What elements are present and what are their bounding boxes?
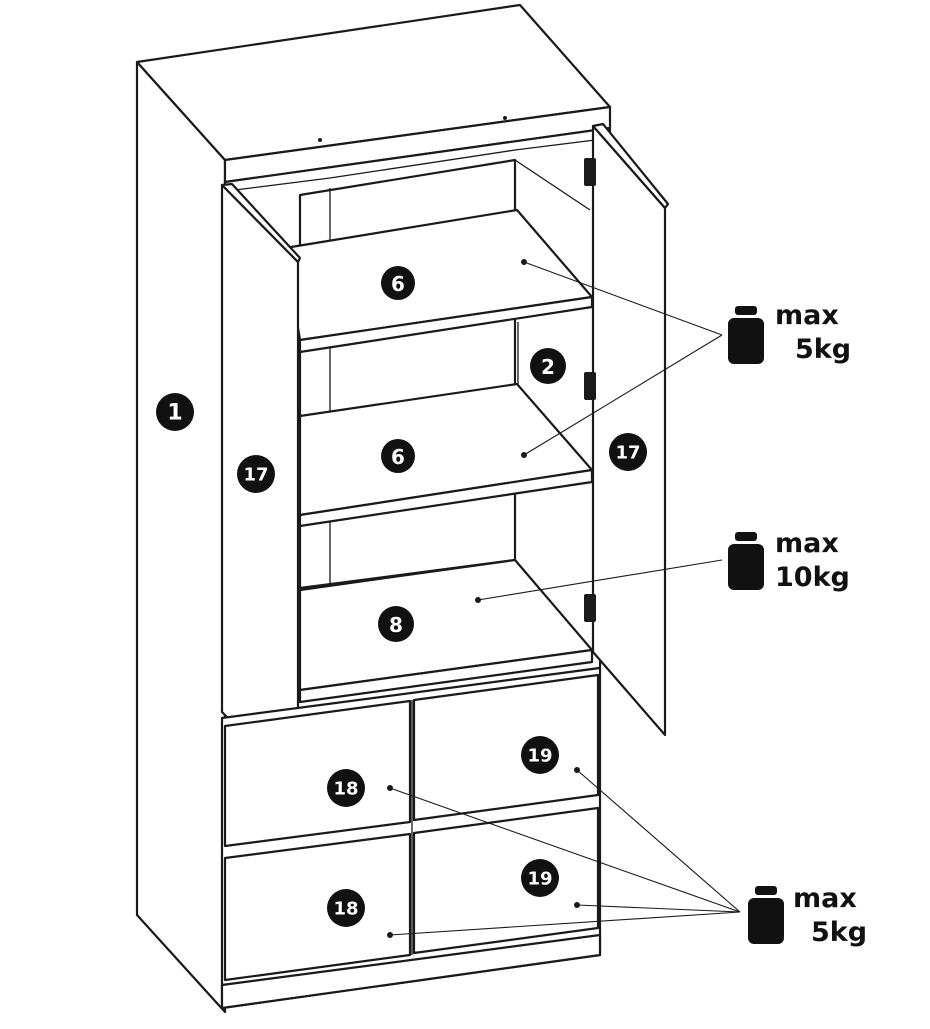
drawer-front-right-bottom <box>412 806 600 955</box>
svg-text:19: 19 <box>527 746 552 767</box>
weight-icon <box>728 532 764 590</box>
drawer-front-left-top <box>223 699 412 848</box>
part-badge-shelf-top: 6 <box>381 266 415 300</box>
svg-text:17: 17 <box>243 465 268 486</box>
svg-text:max: max <box>775 300 839 331</box>
part-badge-shelf-divider: 2 <box>530 348 566 384</box>
part-badge-door-left: 17 <box>237 455 275 493</box>
svg-text:5kg: 5kg <box>795 334 851 365</box>
drawer-front-left-bottom <box>223 832 412 982</box>
shelf-divider <box>514 322 519 384</box>
hinge-icon <box>584 158 596 622</box>
top-panel <box>135 3 612 184</box>
svg-text:17: 17 <box>615 443 640 464</box>
part-badge-door-right: 17 <box>609 433 647 471</box>
part-badge-drawer-left-bottom: 18 <box>327 889 365 927</box>
leader-lines <box>387 259 741 938</box>
part-badge-bottom-shelf: 8 <box>378 606 414 642</box>
svg-text:2: 2 <box>541 355 555 379</box>
drawer-block <box>220 666 602 1010</box>
svg-text:6: 6 <box>391 272 405 296</box>
weight-icon <box>728 306 764 364</box>
svg-text:max: max <box>793 883 857 914</box>
door-right <box>591 122 670 737</box>
part-badge-side-panel: 1 <box>156 393 194 431</box>
weight-limit-bottom-shelf: max 10kg <box>728 528 850 593</box>
svg-text:19: 19 <box>527 869 552 890</box>
svg-text:5kg: 5kg <box>811 917 867 948</box>
part-badge-shelf-middle: 6 <box>381 439 415 473</box>
part-badge-drawer-right-top: 19 <box>521 736 559 774</box>
svg-text:10kg: 10kg <box>775 562 850 593</box>
weight-limit-shelves: max 5kg <box>728 300 851 365</box>
svg-text:8: 8 <box>389 613 403 637</box>
side-panel <box>135 60 227 1014</box>
part-badge-drawer-right-bottom: 19 <box>521 859 559 897</box>
part-badge-drawer-left-top: 18 <box>327 769 365 807</box>
svg-text:6: 6 <box>391 445 405 469</box>
weight-limit-drawers: max 5kg <box>748 883 867 948</box>
svg-text:max: max <box>775 528 839 559</box>
weight-icon <box>748 886 784 944</box>
bottom-shelf <box>298 558 594 704</box>
svg-text:18: 18 <box>333 779 358 800</box>
drawer-front-right-top <box>412 673 600 822</box>
svg-text:1: 1 <box>167 401 182 426</box>
svg-text:18: 18 <box>333 899 358 920</box>
